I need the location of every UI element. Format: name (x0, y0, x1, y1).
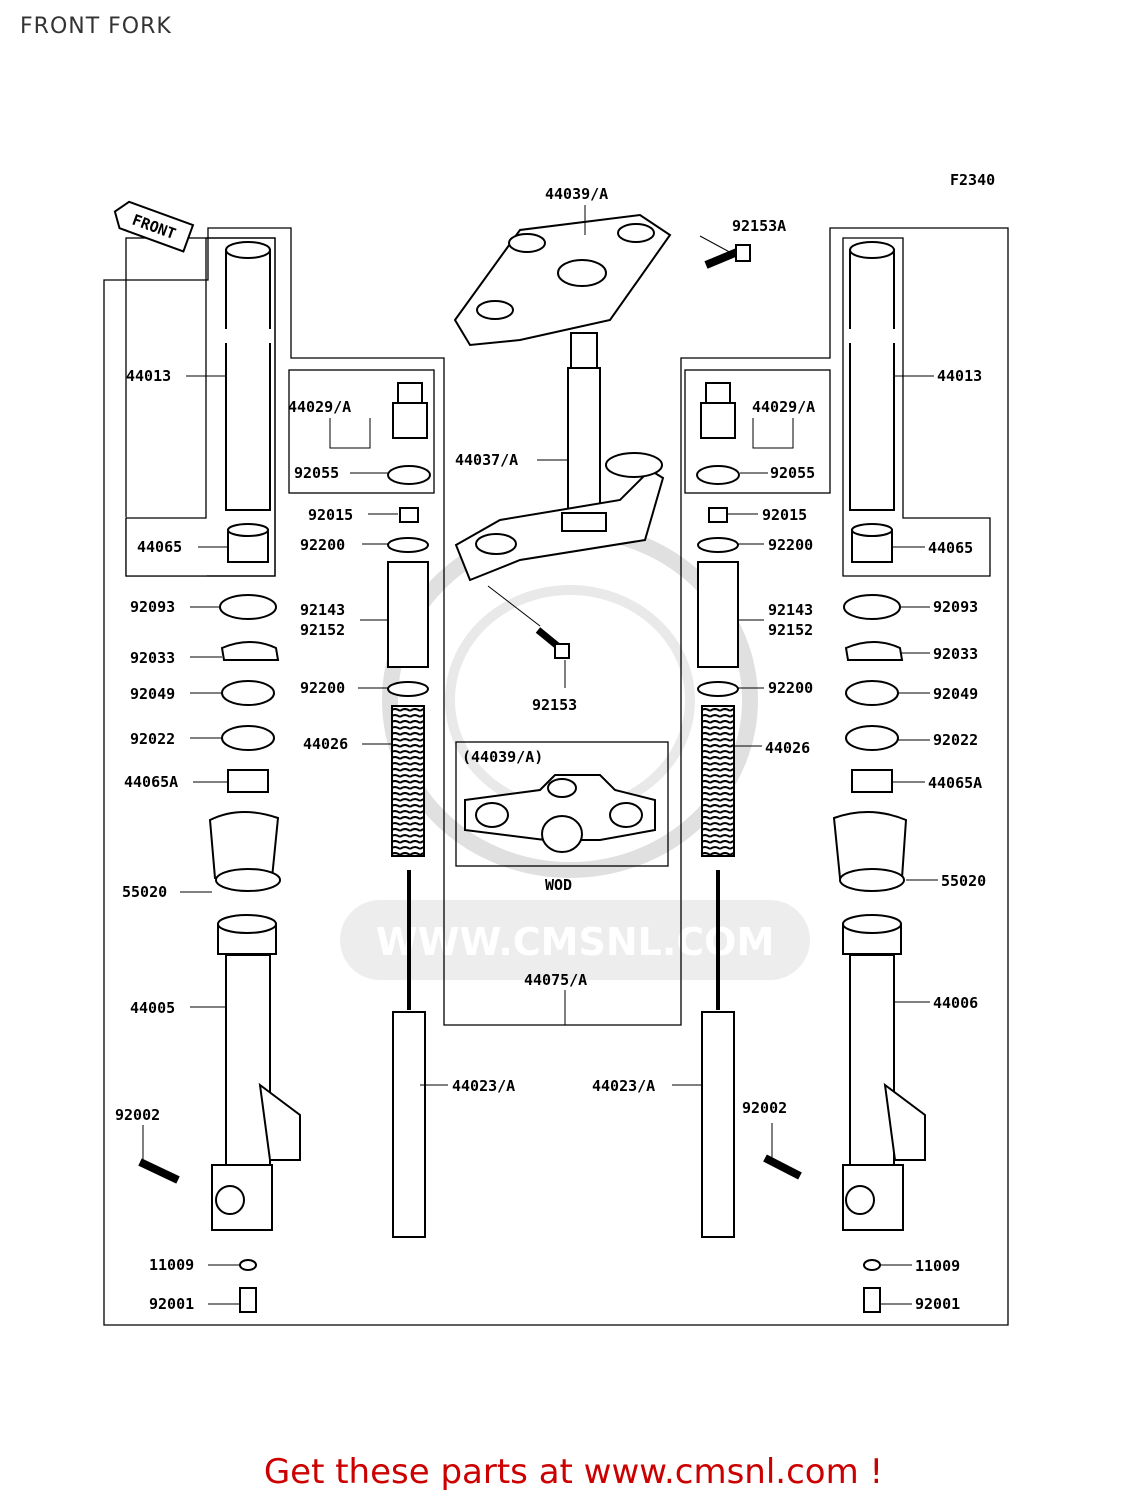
label-92055-right: 92055 (770, 464, 815, 482)
label-44005: 44005 (130, 999, 175, 1017)
label-44039a: 44039/A (545, 185, 608, 203)
left-tube-cap (387, 382, 431, 1238)
label-92093-left: 92093 (130, 598, 175, 616)
label-55020-right: 55020 (941, 872, 986, 890)
label-92015-right: 92015 (762, 506, 807, 524)
steering-stem (454, 332, 665, 582)
label-92022-left: 92022 (130, 730, 175, 748)
label-44026-right: 44026 (765, 739, 810, 757)
label-92200-bottom-left: 92200 (300, 679, 345, 697)
label-92002-left: 92002 (115, 1106, 160, 1124)
right-axle-bolt (763, 1154, 802, 1180)
label-92143-right: 92143 (768, 601, 813, 619)
inset-title: (44039/A) (462, 748, 543, 766)
label-92002-right: 92002 (742, 1099, 787, 1117)
label-92055-left: 92055 (294, 464, 339, 482)
page-title: FRONT FORK (20, 14, 172, 39)
front-direction-arrow: FRONT (113, 200, 195, 253)
label-92049-right: 92049 (933, 685, 978, 703)
label-92200-top-left: 92200 (300, 536, 345, 554)
label-44065a-right: 44065A (928, 774, 982, 792)
label-92152-left: 92152 (300, 621, 345, 639)
right-tube-cap (696, 382, 740, 1238)
label-11009-right: 11009 (915, 1257, 960, 1275)
label-92033-right: 92033 (933, 645, 978, 663)
label-44029a-left: 44029/A (288, 398, 351, 416)
label-92143-left: 92143 (300, 601, 345, 619)
inset-top-clamp-view (464, 774, 656, 853)
label-44023a-right: 44023/A (592, 1077, 655, 1095)
label-44065-right: 44065 (928, 539, 973, 557)
label-92033-left: 92033 (130, 649, 175, 667)
label-11009-left: 11009 (149, 1256, 194, 1274)
label-92200-top-right: 92200 (768, 536, 813, 554)
stem-bolt (487, 585, 570, 659)
right-fork-parts (832, 241, 926, 1313)
left-axle-bolt (138, 1158, 180, 1184)
label-44065-left: 44065 (137, 538, 182, 556)
label-44065a-left: 44065A (124, 773, 178, 791)
label-44026-left: 44026 (303, 735, 348, 753)
leader-lines (142, 205, 938, 1305)
upper-triple-clamp (453, 213, 672, 347)
label-44006: 44006 (933, 994, 978, 1012)
label-44013-left: 44013 (126, 367, 171, 385)
part-number-labels: 44039/A 92153A 44037/A 92153 44075/A 440… (115, 185, 986, 1313)
label-92200-bottom-right: 92200 (768, 679, 813, 697)
inset-caption: WOD (545, 876, 572, 894)
footer-link-text[interactable]: Get these parts at www.cmsnl.com ! (263, 1452, 884, 1492)
watermark-text: WWW.CMSNL.COM (376, 920, 775, 964)
label-44013-right: 44013 (937, 367, 982, 385)
assembly-outline (103, 227, 1009, 1326)
top-clamp-bolt (699, 235, 751, 269)
label-92001-right: 92001 (915, 1295, 960, 1313)
label-44075a: 44075/A (524, 971, 587, 989)
label-92093-right: 92093 (933, 598, 978, 616)
label-92015-left: 92015 (308, 506, 353, 524)
label-44023a-left: 44023/A (452, 1077, 515, 1095)
label-44029a-right: 44029/A (752, 398, 815, 416)
left-fork-parts (208, 241, 301, 1313)
label-92001-left: 92001 (149, 1295, 194, 1313)
label-92152-right: 92152 (768, 621, 813, 639)
figure-code: F2340 (950, 171, 995, 189)
label-92153a: 92153A (732, 217, 786, 235)
label-44037a: 44037/A (455, 451, 518, 469)
label-92022-right: 92022 (933, 731, 978, 749)
label-55020-left: 55020 (122, 883, 167, 901)
label-92049-left: 92049 (130, 685, 175, 703)
label-92153: 92153 (532, 696, 577, 714)
